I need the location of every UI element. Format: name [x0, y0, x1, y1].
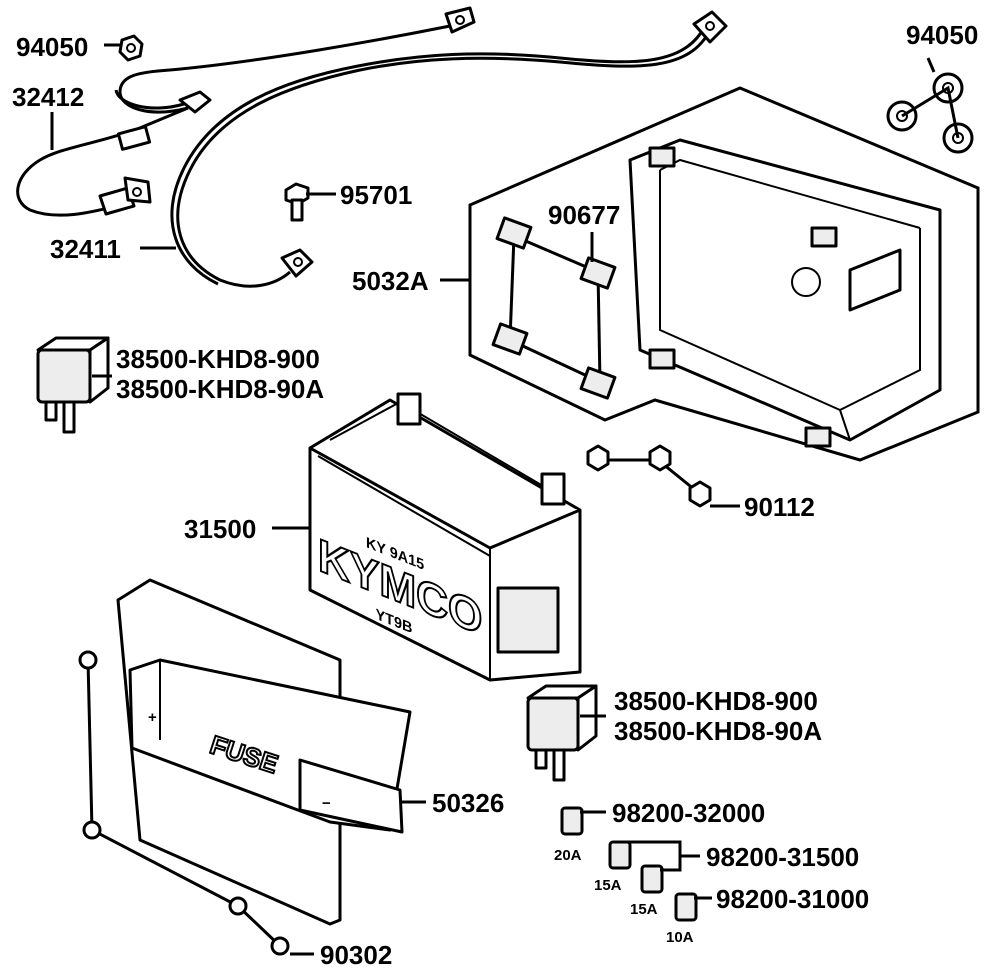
label-98200-32000: 98200-32000: [612, 798, 765, 828]
nuts-94050-group: [886, 72, 974, 154]
label-50326: 50326: [432, 788, 504, 818]
label-98200-31000: 98200-31000: [716, 884, 869, 914]
relay-top: [36, 336, 110, 434]
label-98200-31500: 98200-31500: [706, 842, 859, 872]
label-relay-bottom-a: 38500-KHD8-900: [614, 686, 818, 716]
label-5032A: 5032A: [352, 266, 429, 296]
fuse-15a-parts: [608, 840, 664, 894]
nut-94050-single: [118, 34, 144, 62]
bolt-95701: [284, 182, 310, 222]
wire-positive-32411: [170, 10, 728, 288]
rating-15a-first: 15A: [594, 877, 622, 894]
label-94050-group: 94050: [906, 20, 978, 50]
screws-90302: [78, 650, 290, 956]
label-90302: 90302: [320, 940, 392, 970]
label-relay-bottom-b: 38500-KHD8-90A: [614, 716, 822, 746]
rating-10a: 10A: [666, 929, 694, 946]
holder-minus: −: [322, 795, 331, 812]
leader-lines: [50, 43, 936, 956]
bolts-90112: [586, 444, 712, 508]
label-31500: 31500: [184, 514, 256, 544]
rubber-pads-90677: [491, 216, 617, 400]
label-94050-single: 94050: [16, 32, 88, 62]
battery-box-5032A: [628, 138, 942, 448]
battery-box-group-outline: [468, 86, 980, 462]
holder-plus: +: [148, 709, 157, 726]
label-32411: 32411: [50, 234, 121, 264]
fuse-holder-50326: + − FUSE: [116, 578, 412, 926]
label-90112: 90112: [744, 492, 815, 522]
rating-20a: 20A: [554, 847, 582, 864]
label-32412: 32412: [12, 82, 84, 112]
label-90677: 90677: [548, 200, 620, 230]
relay-bottom: [526, 684, 598, 782]
rating-15a-second: 15A: [630, 901, 658, 918]
wire-negative-32412: [16, 6, 476, 217]
label-95701: 95701: [340, 180, 412, 210]
fuse-10a-part: [674, 892, 698, 922]
label-relay-top-a: 38500-KHD8-900: [116, 344, 320, 374]
label-relay-top-b: 38500-KHD8-90A: [116, 374, 324, 404]
fuse-20a-part: [560, 806, 584, 836]
battery-31500: KYMCO KY 9A15 YT9B: [308, 392, 582, 682]
